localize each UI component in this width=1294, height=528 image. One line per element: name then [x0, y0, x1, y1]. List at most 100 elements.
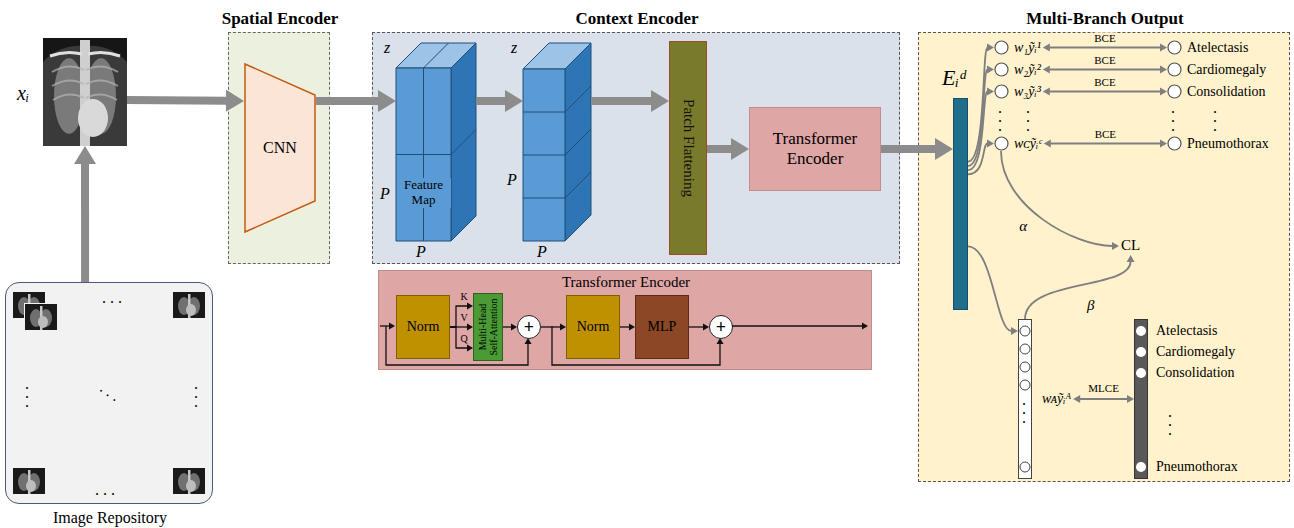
feature-map: zPPFeature Map: [396, 43, 476, 241]
connector-line: [127, 96, 227, 105]
connector-arrow: [1025, 255, 1135, 319]
text-slot: BCE: [1094, 76, 1115, 89]
text-slot: P: [507, 171, 517, 189]
node-text: Norm: [407, 319, 440, 335]
node-text: xᵢ: [17, 82, 29, 105]
encoder-panel: Context EncoderzPPFeature MapzPPPatch Fl…: [372, 32, 900, 264]
connector-arrow: [707, 138, 749, 160]
text-slot: Cardiomegaly: [1156, 344, 1235, 360]
text-slot: +: [716, 318, 726, 336]
text-slot: Transformer Encoder: [755, 129, 875, 168]
node-text: w₂ỹᵢ²: [1014, 61, 1041, 77]
arrow-head: [74, 146, 96, 164]
edge-label: BCE: [1094, 32, 1115, 45]
node-text: w₃ỹᵢ³: [1014, 83, 1041, 99]
branch-circle: [1167, 62, 1182, 77]
text-slot: α: [1019, 219, 1027, 236]
arrow-head: [1011, 327, 1018, 335]
arrow-head: [987, 140, 994, 148]
node-text: P: [537, 243, 547, 261]
node-text: Transformer Encoder: [562, 274, 690, 291]
branch-circle: [1167, 40, 1182, 55]
connector-arrow: [968, 246, 1018, 335]
text-slot: BCE: [1094, 32, 1115, 45]
text-slot: +: [524, 318, 534, 336]
connector-arrow: [450, 303, 473, 328]
connector-arrow: [1043, 44, 1167, 52]
arrow-head: [511, 324, 517, 331]
feature-map-cube: [396, 43, 476, 241]
loss-node: CL: [1119, 237, 1142, 255]
class-label: Atelectasis: [1167, 40, 1250, 55]
branch-circle: [994, 84, 1009, 99]
node-text: Norm: [577, 319, 610, 335]
arrow-head: [1160, 140, 1167, 148]
arrow-head: [467, 303, 473, 310]
connector-arrow: [1073, 395, 1134, 403]
ellipsis-dots: . . .: [1212, 103, 1218, 130]
node-text: +: [524, 318, 534, 336]
arrow-head: [467, 324, 473, 331]
image-thumbnails: [13, 292, 205, 494]
connector-line: [620, 326, 630, 327]
arrow-head: [378, 90, 396, 112]
mlp-layer: MLP: [635, 295, 689, 359]
arrow-head: [1044, 140, 1051, 148]
text-slot: . . .: [1021, 395, 1027, 422]
text-slot: Multi-Branch Output: [1026, 9, 1183, 29]
text-slot: Q: [460, 333, 467, 345]
arrow-head: [731, 138, 749, 160]
arrow-head: [703, 324, 709, 331]
node-text: Transformer Encoder: [755, 129, 875, 168]
edge-label: β: [1087, 298, 1094, 315]
text-slot: . . .: [95, 481, 115, 499]
patch-flattening: Patch Flattening: [669, 41, 707, 255]
text-slot: P: [380, 185, 390, 203]
branch-output: w₁ỹᵢ¹: [994, 40, 1043, 55]
text-slot: Norm: [407, 319, 440, 335]
connector-arrow: [968, 140, 994, 175]
connector-line: [316, 97, 379, 105]
connector-arrow: [127, 90, 244, 112]
connector-line: [81, 164, 89, 283]
connector-line: [968, 92, 988, 171]
connector-line: [541, 326, 561, 327]
text-slot: BCE: [1095, 128, 1116, 141]
text-slot: w₁ỹᵢ¹: [1014, 39, 1041, 55]
attention-layer: Multi-Head Self-Attention: [473, 293, 503, 361]
connector-arrow: [1043, 66, 1167, 74]
text-slot: z: [384, 39, 390, 57]
branch-output: wᴄỹᵢᶜ: [994, 136, 1044, 151]
node-text: Atelectasis: [1187, 39, 1248, 55]
node-text: Eᵢᵈ: [942, 65, 966, 90]
connector-line: [1049, 47, 1160, 49]
text-slot: . . .: [24, 379, 30, 406]
text-slot: Pneumothorax: [1187, 135, 1269, 151]
text-slot: CL: [1121, 237, 1140, 254]
node-text: +: [716, 318, 726, 336]
connector-arrow: [1001, 151, 1119, 250]
arrow-head: [467, 345, 473, 352]
text-slot: w₃ỹᵢ³: [1014, 83, 1041, 99]
label-vector: AtelectasisCardiomegalyConsolidationPneu…: [1134, 319, 1240, 479]
text-slot: Multi-Head Self-Attention: [477, 295, 499, 359]
arrow-head: [1073, 395, 1080, 403]
edge-label: BCE: [1094, 76, 1115, 89]
arrow-head: [226, 90, 244, 112]
class-label: Pneumothorax: [1167, 136, 1271, 151]
branch-circle: [994, 62, 1009, 77]
text-slot: MLCE: [1088, 382, 1119, 395]
node-text: MLP: [648, 319, 677, 335]
branch-output: w₃ỹᵢ³: [994, 84, 1043, 99]
text-slot: Spatial Encoder: [222, 9, 339, 29]
arrow-head: [1160, 66, 1167, 74]
text-slot: CNN: [263, 139, 297, 157]
node-text: Image Repository: [53, 509, 167, 527]
text-slot: β: [1087, 298, 1094, 315]
text-slot: Feature Map: [397, 178, 451, 208]
node-text: wᴀỹᵢᴬ: [1042, 391, 1071, 407]
connector-line: [1025, 262, 1131, 320]
connector-line: [968, 144, 988, 175]
ellipsis-dots: . . .: [1167, 407, 1173, 434]
